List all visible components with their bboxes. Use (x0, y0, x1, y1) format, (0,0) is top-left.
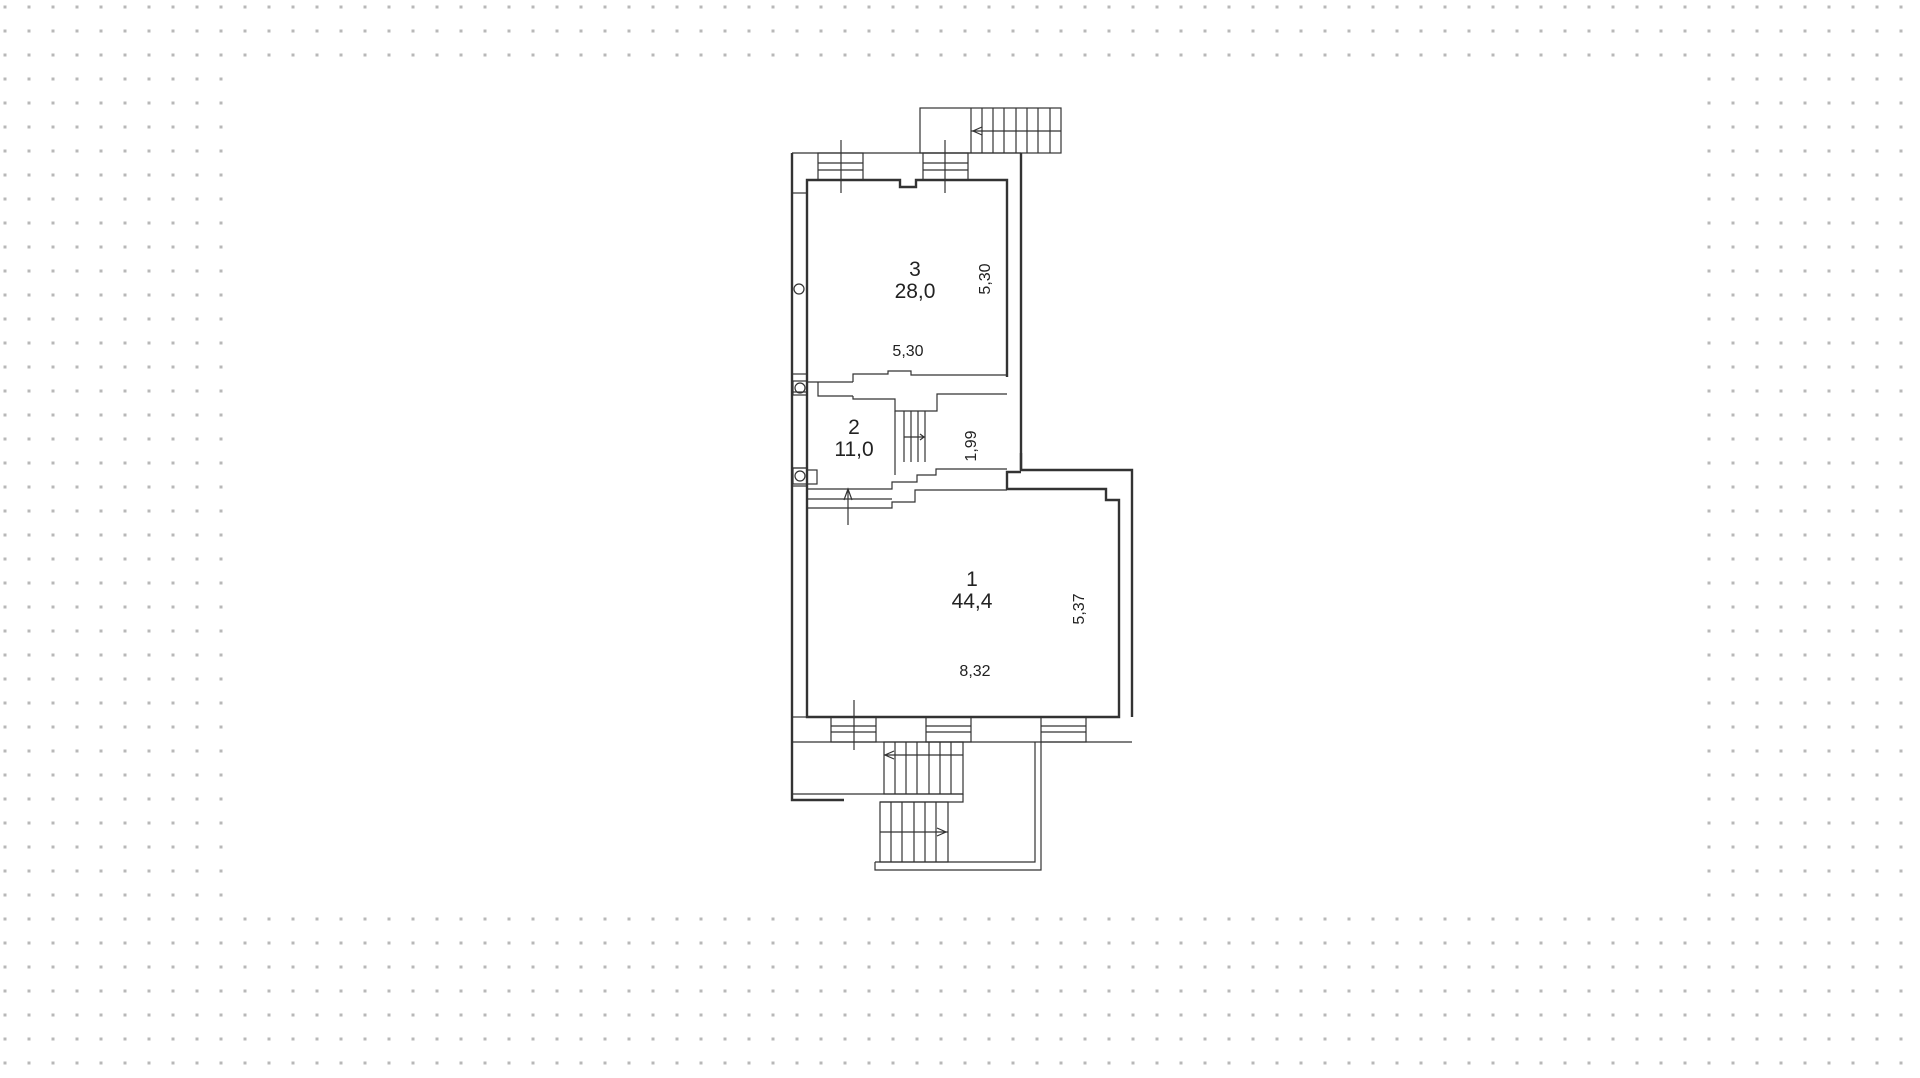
svg-text:1: 1 (966, 568, 978, 591)
floor-plan: 3 28,0 5,30 5,30 2 11,0 1,99 1 44,4 5,37… (790, 107, 1134, 871)
svg-text:5,37: 5,37 (1071, 593, 1088, 624)
svg-text:5,30: 5,30 (977, 263, 994, 294)
svg-text:5,30: 5,30 (892, 343, 923, 360)
exterior-thin-lines (792, 152, 1132, 795)
bottom-exterior-stair (874, 741, 1042, 871)
svg-text:28,0: 28,0 (895, 280, 936, 303)
room-1-label: 1 44,4 5,37 8,32 (952, 568, 1088, 680)
top-windows (817, 140, 969, 193)
room-1-walls (805, 453, 1121, 719)
column-markers (792, 283, 818, 485)
room-2-label: 2 11,0 1,99 (834, 416, 980, 462)
entry-arrow (843, 487, 853, 525)
svg-text:3: 3 (909, 258, 921, 281)
top-exterior-stair (919, 107, 1062, 154)
svg-text:11,0: 11,0 (834, 438, 873, 461)
svg-text:8,32: 8,32 (959, 663, 990, 680)
room-3-label: 3 28,0 5,30 5,30 (892, 258, 994, 360)
svg-text:1,99: 1,99 (963, 430, 980, 461)
dot-grid-background (3, 5, 1903, 1065)
svg-text:44,4: 44,4 (952, 590, 993, 613)
room-2-partitions (807, 370, 1007, 509)
exterior-walls (790, 153, 1134, 802)
bottom-windows (830, 700, 1087, 750)
interior-stair (903, 411, 926, 462)
svg-text:2: 2 (848, 416, 860, 439)
